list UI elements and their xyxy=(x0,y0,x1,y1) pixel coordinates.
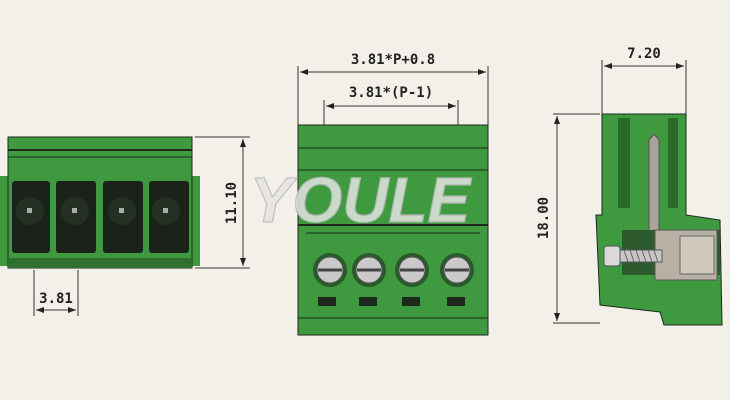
front-height-label: 11.10 xyxy=(224,182,240,224)
side-section-view xyxy=(595,113,723,326)
dimension-side-depth: 7.20 xyxy=(601,46,687,114)
dimension-front-height: 11.10 xyxy=(195,136,250,269)
pitch-label: 3.81 xyxy=(39,291,73,307)
screw-heads xyxy=(313,253,474,287)
watermark: YOULE xyxy=(250,164,473,236)
top-view-connector xyxy=(297,124,489,336)
dimension-pitch-span: 3.81*(P-1) xyxy=(323,85,459,125)
dimension-side-height: 18.00 xyxy=(536,113,600,324)
side-depth-label: 7.20 xyxy=(627,46,661,62)
dimension-overall-width: 3.81*P+0.8 xyxy=(297,52,489,125)
side-height-label: 18.00 xyxy=(536,197,552,239)
pitch-span-label: 3.81*(P-1) xyxy=(349,85,433,101)
overall-width-label: 3.81*P+0.8 xyxy=(351,52,435,68)
wire-slots xyxy=(12,181,189,253)
front-view-connector xyxy=(0,136,200,269)
dimension-pitch: 3.81 xyxy=(33,270,79,316)
